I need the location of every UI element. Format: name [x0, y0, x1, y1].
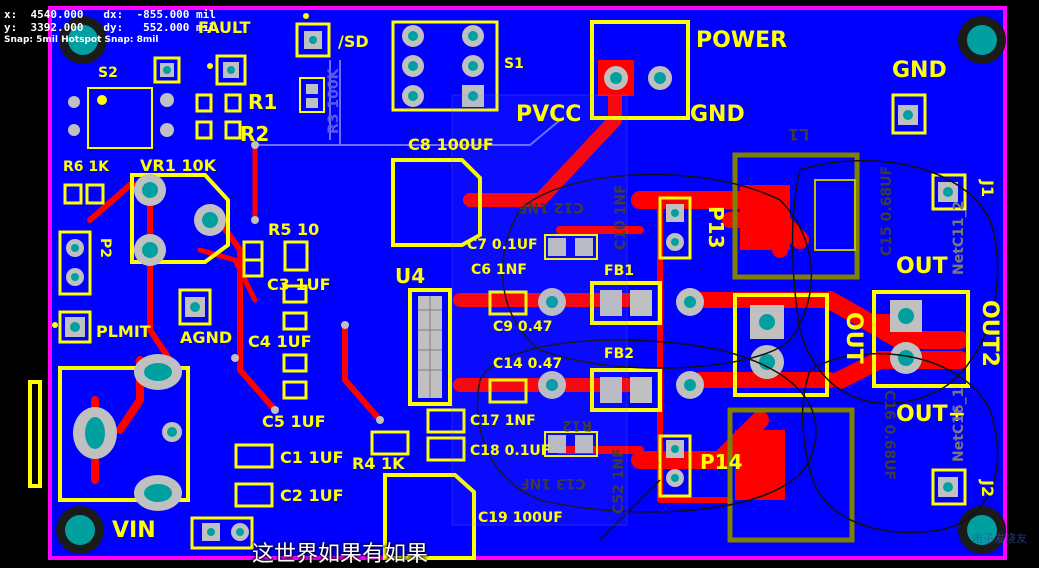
coord-y-readout: y: 3392.000 dy: 552.000 mil [4, 21, 216, 34]
label-p14: P14 [700, 450, 743, 474]
smd-cap-pads [544, 234, 598, 457]
label-c16: C16 0.68UF [881, 390, 897, 481]
u4-ic[interactable] [408, 288, 452, 406]
label-s1: S1 [504, 56, 524, 72]
watermark: 电子发烧友 [972, 532, 1027, 545]
label-out2: OUT2 [977, 300, 1002, 367]
label-p13: P13 [704, 206, 728, 249]
j1-j2-pads[interactable] [931, 173, 967, 506]
label-c6: C6 1NF [471, 262, 527, 278]
bottom-header[interactable] [190, 516, 254, 550]
label-r12: R12 [562, 417, 593, 433]
label-gnd-top: GND [892, 58, 947, 83]
video-subtitle: 这世界如果有如果 [252, 542, 429, 567]
out2-connector[interactable] [872, 290, 970, 388]
vr1-potentiometer[interactable] [130, 173, 230, 266]
label-netc11: NetC11_2 [951, 200, 967, 275]
label-c18: C18 0.1UF [470, 443, 551, 459]
label-c2: C2 1UF [280, 486, 344, 505]
ferrite-beads[interactable] [538, 281, 704, 412]
label-r5: R5 10 [268, 220, 320, 239]
label-out-plus: OUT+ [896, 402, 967, 427]
label-r6: R6 1K [63, 159, 109, 175]
label-c9: C9 0.47 [493, 319, 553, 335]
label-r2: R2 [240, 122, 270, 146]
label-c12: C12 1NF [518, 199, 584, 215]
label-r3: R3 100K [326, 68, 342, 134]
label-pvcc: PVCC [516, 102, 582, 127]
label-c14: C14 0.47 [493, 356, 563, 372]
inductor-l2[interactable] [727, 407, 855, 543]
label-c1: C1 1UF [280, 448, 344, 467]
mounting-holes [56, 16, 1006, 554]
label-power: POWER [696, 28, 788, 53]
snap-readout: Snap: 5mil Hotspot Snap: 8mil [4, 35, 159, 45]
label-c17: C17 1NF [470, 413, 536, 429]
label-u4: U4 [395, 264, 426, 288]
label-plmit: PLMIT [96, 322, 151, 341]
label-j1: J1 [978, 180, 997, 198]
label-c13: C13 1NF [520, 475, 586, 491]
label-c8: C8 100UF [408, 135, 494, 154]
selection-overlay [451, 94, 628, 526]
power-connector[interactable] [590, 20, 690, 120]
label-out-upper: OUT [896, 254, 948, 279]
label-fb2: FB2 [604, 346, 634, 362]
c19-capacitor[interactable] [383, 473, 476, 560]
label-netc16: NetC16_1 [951, 387, 967, 462]
small-pads[interactable] [58, 22, 927, 344]
bottom-copper-pour [50, 8, 1005, 558]
board-outline [48, 6, 1007, 560]
resistor-footprints [63, 93, 528, 508]
coordinate-readout: x: 4540.000 dx: -855.000 mil y: 3392.000… [4, 8, 216, 47]
hand-drawn-annotations [476, 159, 999, 541]
p13-p14-headers[interactable] [658, 196, 692, 498]
label-c52: C52 1NF [611, 448, 627, 514]
label-sd: /SD [338, 32, 369, 51]
s1-header[interactable] [391, 20, 499, 112]
label-c15: C15 0.68UF [879, 165, 895, 256]
p2-header[interactable] [58, 230, 92, 296]
label-vin: VIN [112, 518, 156, 543]
label-l1: L1 [788, 125, 810, 144]
label-out-center: OUT [841, 312, 866, 364]
coord-x-readout: x: 4540.000 dx: -855.000 mil [4, 8, 216, 21]
label-gnd-power: GND [690, 102, 745, 127]
c8-capacitor[interactable] [391, 158, 482, 247]
label-r1: R1 [248, 90, 278, 114]
label-c10: C10 1NF [613, 184, 629, 250]
bottom-thin-traces [255, 60, 561, 146]
label-fb1: FB1 [604, 263, 634, 279]
label-agnd: AGND [180, 328, 233, 347]
label-fault: FAULT [198, 18, 251, 37]
inductor-l1[interactable] [732, 152, 860, 280]
label-p2: P2 [97, 238, 113, 259]
label-s2: S2 [98, 65, 118, 81]
s2-chip[interactable] [68, 87, 174, 149]
label-r4: R4 1K [352, 454, 405, 473]
label-c5: C5 1UF [262, 412, 326, 431]
label-j2: J2 [978, 480, 997, 498]
label-vr1: VR1 10K [140, 156, 217, 175]
label-c4: C4 1UF [248, 332, 312, 351]
r3-resistor[interactable] [299, 77, 325, 113]
vias [52, 13, 384, 424]
label-c3: C3 1UF [267, 275, 331, 294]
label-c7: C7 0.1UF [467, 237, 538, 253]
label-c19: C19 100UF [478, 510, 563, 526]
vin-connector[interactable] [28, 354, 190, 511]
